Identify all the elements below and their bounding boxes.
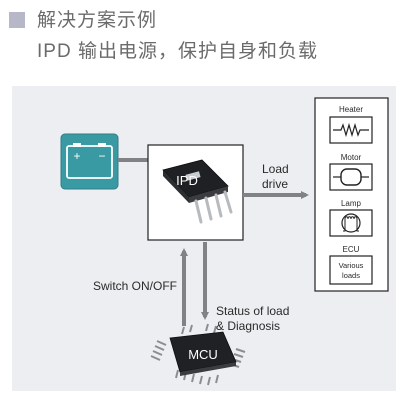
motor-icon <box>329 163 373 191</box>
resistor-icon <box>329 116 373 144</box>
battery-plus-label: + <box>73 149 80 163</box>
mcu-chip-icon: MCU <box>150 323 246 386</box>
ecu-icon <box>329 255 373 285</box>
ipd-block: IPD <box>147 144 244 241</box>
load-lamp-label: Lamp <box>341 199 362 208</box>
load-heater-label: Heater <box>339 105 363 114</box>
page-title: 解决方案示例 <box>37 10 158 31</box>
load-drive-label-line1: Load <box>262 162 289 176</box>
status-label-line2: & Diagnosis <box>216 319 280 333</box>
header: 解决方案示例 IPD 输出电源，保护自身和负载 <box>0 0 404 80</box>
battery-icon: + − <box>60 133 119 190</box>
load-drive-label-line2: drive <box>262 177 288 191</box>
status-label-line1: Status of load <box>216 304 289 318</box>
loads-panel: Heater Motor Lamp ECU Various loads <box>314 97 389 292</box>
ecu-box-line2: loads <box>342 271 360 280</box>
switch-label: Switch ON/OFF <box>93 279 177 293</box>
load-ecu-label: ECU <box>343 245 360 254</box>
page-subtitle: IPD 输出电源，保护自身和负载 <box>37 41 318 62</box>
battery-minus-label: − <box>98 149 105 163</box>
bullet-square-icon <box>9 12 25 28</box>
ipd-label: IPD <box>176 173 198 188</box>
lamp-icon <box>329 209 373 237</box>
load-motor-label: Motor <box>341 153 362 162</box>
ecu-box-line1: Various <box>339 261 364 270</box>
mcu-label: MCU <box>188 347 218 362</box>
